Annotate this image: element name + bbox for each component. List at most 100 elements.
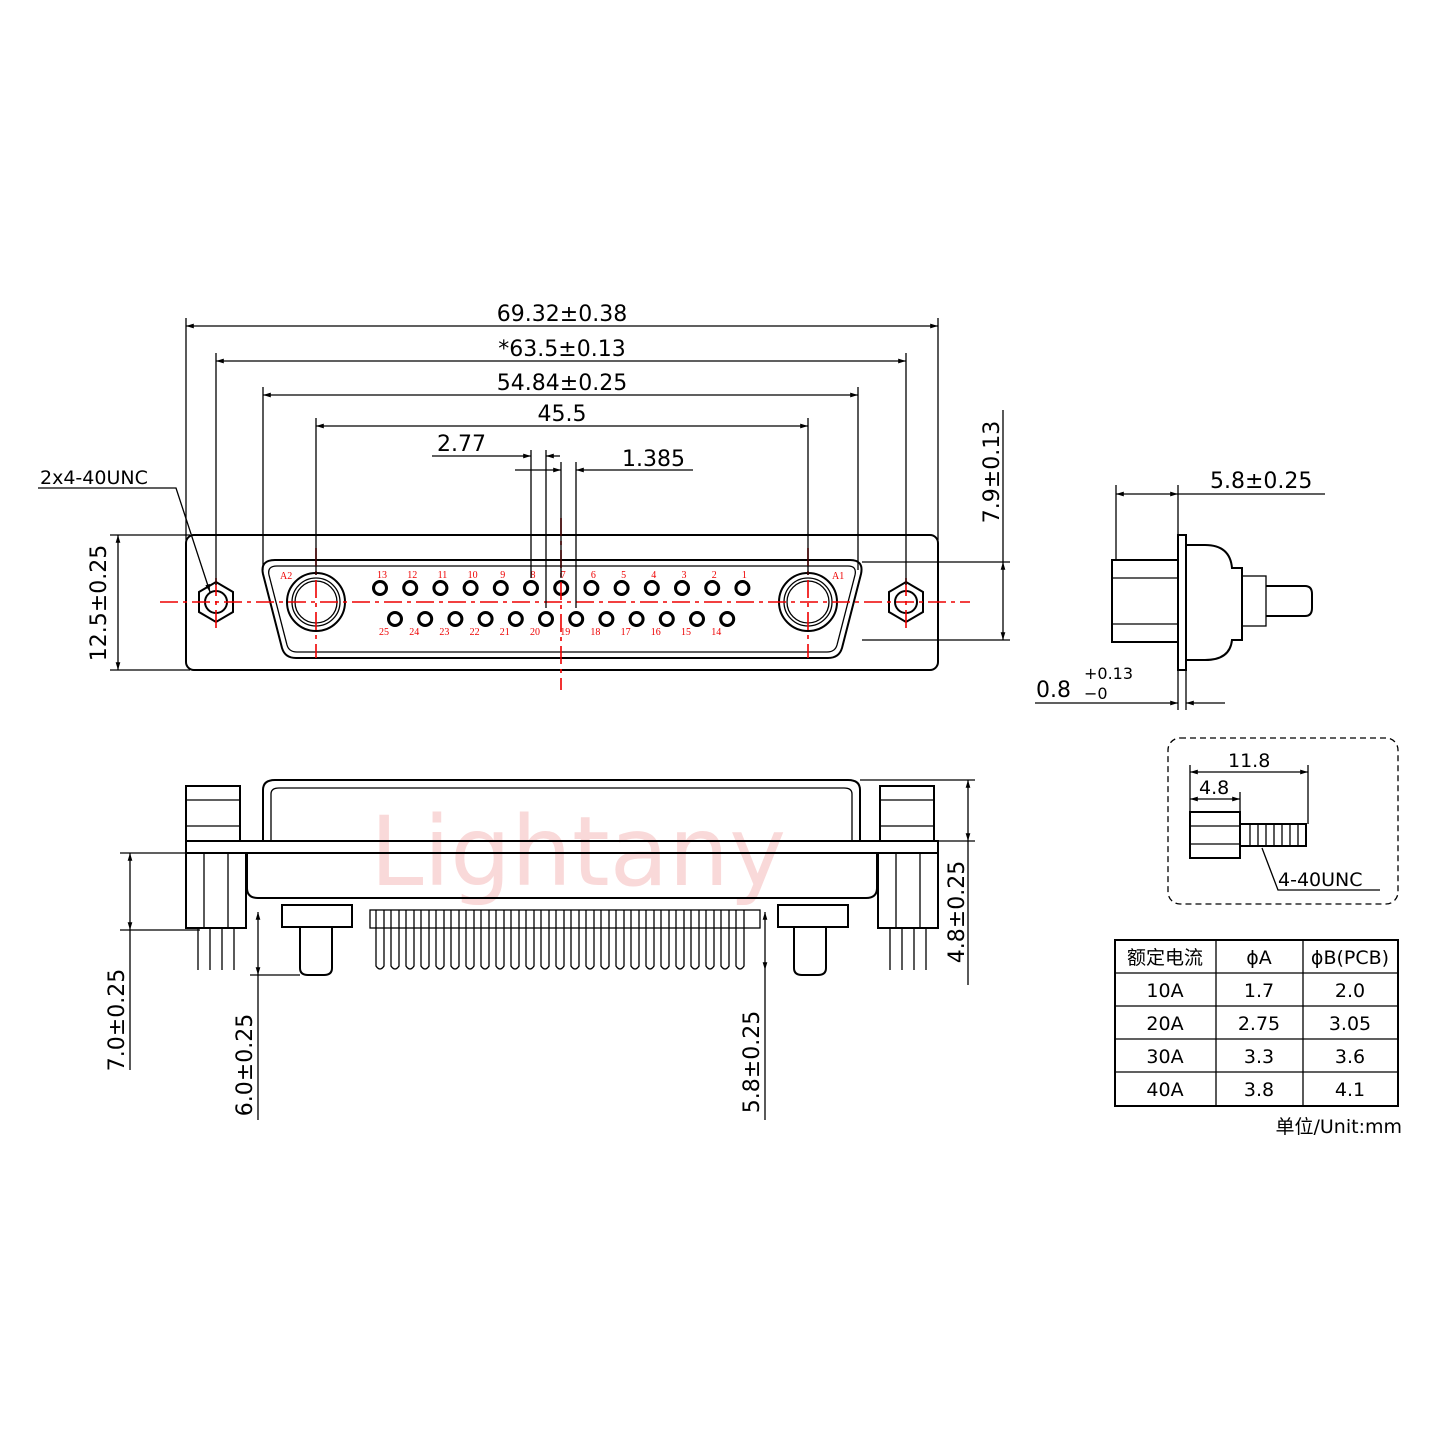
table-cell: 1.7 (1244, 980, 1274, 1002)
signal-pin (628, 611, 645, 627)
pin-number: 20 (530, 627, 540, 638)
pin-leg (480, 910, 490, 970)
dim-bottom-shell-height: 4.8±0.25 (945, 861, 970, 963)
table-cell: 10A (1146, 980, 1183, 1002)
dim-depth: 5.8±0.25 (1210, 469, 1312, 494)
pin-number: 2 (712, 570, 717, 581)
dim-height: 12.5±0.25 (87, 545, 112, 661)
table-cell: 20A (1146, 1013, 1183, 1035)
dim-row-offset: 1.385 (622, 447, 685, 472)
table-cell: 2.75 (1238, 1013, 1280, 1035)
signal-pin (477, 611, 494, 627)
insulator-body (246, 853, 878, 899)
table-cell: 4.1 (1335, 1079, 1365, 1101)
pin-leg (405, 910, 415, 970)
signal-pin (523, 580, 539, 596)
dim-shell: 54.84±0.25 (497, 371, 627, 396)
dim-shell-height: 7.9±0.13 (980, 421, 1005, 523)
pin-leg (540, 910, 550, 970)
pin-leg (735, 910, 745, 970)
pin-number: 22 (470, 627, 480, 638)
table-cell: 3.8 (1244, 1079, 1274, 1101)
hex-standoff-left (185, 785, 241, 842)
table-cell: 3.05 (1329, 1013, 1371, 1035)
pin-number: 4 (651, 570, 656, 581)
signal-pin (598, 611, 615, 627)
dim-signal-pin-length: 5.8±0.25 (740, 1011, 765, 1113)
label-a1: A1 (832, 571, 844, 582)
pin-number: 8 (531, 570, 536, 581)
pin-leg (705, 910, 715, 970)
pin-number: 24 (409, 627, 419, 638)
signal-pin (734, 580, 751, 596)
pin-number: 25 (379, 627, 389, 638)
pin-number: 11 (438, 570, 448, 581)
pin-number: 13 (377, 570, 387, 581)
signal-pin (704, 580, 721, 596)
table-cell: 30A (1146, 1046, 1183, 1068)
pin-number: 16 (651, 627, 661, 638)
pin-leg (495, 910, 505, 970)
flange-edge (185, 840, 939, 854)
signal-pin (583, 580, 600, 596)
power-pin-left (299, 927, 333, 976)
pin-leg (555, 910, 565, 970)
table-header: ϕA (1246, 947, 1272, 969)
pin-number: 12 (407, 570, 417, 581)
pin-number: 19 (560, 627, 570, 638)
signal-pin (719, 611, 736, 627)
pin-leg (525, 910, 535, 970)
signal-pin (538, 611, 554, 627)
pin-leg (375, 910, 385, 970)
signal-pin-legs (375, 910, 745, 970)
dim-overall: 69.32±0.38 (497, 302, 627, 327)
pin-number: 6 (591, 570, 596, 581)
pin-number: 21 (500, 627, 510, 638)
pin-leg (510, 910, 520, 970)
table-cell: 2.0 (1335, 980, 1365, 1002)
pin-number: 7 (561, 570, 566, 581)
table-cell: 40A (1146, 1079, 1183, 1101)
unit-note: 单位/Unit:mm (1276, 1116, 1403, 1138)
screw-detail: 11.8 4.8 4-40UNC (1167, 737, 1399, 905)
signal-pin (674, 580, 690, 596)
power-pin-right (793, 927, 827, 976)
signal-pin (462, 580, 479, 596)
side-view: 5.8±0.25 0.8 +0.13 −0 (1035, 469, 1325, 710)
pin-number: 23 (439, 627, 449, 638)
pin-leg (570, 910, 580, 970)
pin-leg (435, 910, 445, 970)
thread-note: 2x4-40UNC (40, 467, 148, 489)
dim-screw-total: 11.8 (1228, 750, 1270, 772)
signal-pin (689, 611, 705, 627)
pin-leg (420, 910, 430, 970)
signal-pin (372, 580, 388, 596)
pin-number: 15 (681, 627, 691, 638)
pin-leg (615, 910, 625, 970)
signal-pin (643, 580, 660, 596)
pin-leg (390, 910, 400, 970)
table-cell: 3.6 (1335, 1046, 1365, 1068)
signal-pin (492, 580, 509, 596)
pin-number: 3 (682, 570, 687, 581)
signal-pin (568, 611, 585, 627)
pin-leg (585, 910, 595, 970)
table-header: 额定电流 (1127, 947, 1203, 969)
table-header: ϕB(PCB) (1311, 947, 1389, 969)
signal-pin (402, 580, 419, 596)
signal-pin (417, 611, 434, 627)
pin-number: 17 (621, 627, 631, 638)
pin-number: 5 (621, 570, 626, 581)
pin-number: 18 (590, 627, 600, 638)
pin-leg (720, 910, 730, 970)
pin-leg (645, 910, 655, 970)
pin-leg (690, 910, 700, 970)
pin-leg (675, 910, 685, 970)
shell-inner (268, 565, 856, 653)
pin-leg (450, 910, 460, 970)
pin-leg (630, 910, 640, 970)
